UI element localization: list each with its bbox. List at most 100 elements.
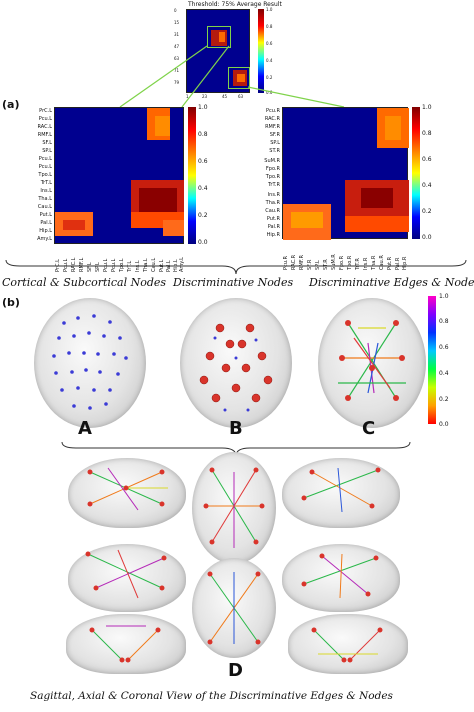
right-row-label: Cau.R	[265, 208, 280, 214]
small-ytick: 15	[174, 20, 180, 25]
small-ytick: 79	[174, 80, 180, 85]
right-cbar-tick: 0.8	[422, 130, 432, 137]
right-row-label: SF.R	[269, 132, 280, 138]
small-cbar-tick: 0.0	[266, 90, 273, 95]
small-xtick: 45	[222, 94, 228, 99]
right-hm-block	[291, 212, 323, 228]
brain-sagittal-right-top	[282, 458, 400, 528]
brain-d-edges	[311, 627, 383, 663]
brain-d-edges	[301, 553, 379, 599]
view-label-d: D	[228, 660, 243, 681]
left-cbar-tick: 0.8	[198, 131, 208, 138]
left-cbar-tick: 1.0	[198, 104, 208, 111]
brain-d-edges	[85, 549, 167, 599]
small-xtick: 1	[186, 94, 189, 99]
small-heatmap	[186, 9, 250, 93]
left-row-label: SP.L	[42, 148, 52, 154]
brain-sagittal-left-mid	[68, 544, 186, 612]
right-row-label: Pal.R	[267, 224, 280, 230]
small-zoom-box-lower	[228, 67, 250, 89]
brain-axial-top	[192, 452, 276, 564]
brain-d-edges	[207, 571, 261, 645]
left-row-label: Cau.L	[37, 204, 52, 210]
small-ytick: 47	[174, 44, 180, 49]
edge-cbar-tick: 1.0	[439, 293, 449, 300]
caption-sagittal-axial-coronal: Sagittal, Axial & Coronal View of the Di…	[30, 690, 393, 702]
grouping-brace	[5, 259, 467, 275]
left-cbar-tick: 0.0	[198, 239, 208, 246]
left-row-label: Tpo.L	[38, 172, 52, 178]
small-cbar-tick: 0.6	[266, 41, 273, 46]
left-row-label: TrT.L	[40, 180, 52, 186]
edge-cbar-tick: 0.6	[439, 344, 449, 351]
left-row-label: RAC.L	[37, 124, 52, 130]
small-xtick: 63	[238, 94, 244, 99]
right-row-label: Fpo.R	[265, 166, 280, 172]
small-cbar-tick: 0.8	[266, 24, 273, 29]
right-row-label: SuM.R	[264, 158, 280, 164]
edge-cbar-tick: 0.2	[439, 396, 449, 403]
left-row-label: Pcu.L	[38, 116, 52, 122]
right-row-label: TrT.R	[268, 182, 280, 188]
small-xtick: 23	[202, 94, 208, 99]
small-heatmap-title: Threshold: 75% Average Result	[188, 1, 282, 8]
left-row-label: Pcu.L	[38, 164, 52, 170]
brain-view-a	[34, 298, 146, 428]
right-cbar-tick: 0.6	[422, 156, 432, 163]
right-row-label: SP.L	[270, 140, 280, 146]
left-row-label: Pal.L	[40, 220, 52, 226]
panel-label-b: (b)	[2, 296, 20, 309]
small-heatmap-cluster-lower-hi	[237, 74, 245, 82]
right-hm-block	[385, 116, 401, 140]
small-ytick: 0	[174, 8, 177, 13]
view-label-a: A	[78, 418, 92, 439]
right-cbar-tick: 0.2	[422, 208, 432, 215]
right-cbar-tick: 0.4	[422, 182, 432, 189]
left-row-label: Tha.L	[38, 196, 52, 202]
brain-sagittal-right-mid	[282, 544, 400, 612]
caption-cortical-subcortical: Cortical & Subcortical Nodes	[2, 276, 167, 289]
right-row-label: Tpo.R	[265, 174, 280, 180]
edge-colorbar	[428, 296, 436, 424]
left-cbar-tick: 0.2	[198, 212, 208, 219]
left-row-label: SF.L	[42, 140, 52, 146]
brain-coronal-right	[288, 614, 408, 674]
left-row-label: Ins.L	[40, 188, 52, 194]
brain-view-b	[180, 298, 292, 428]
left-hm-block	[139, 188, 177, 212]
left-colorbar	[188, 107, 196, 244]
left-hm-block	[163, 220, 184, 236]
right-row-label: RAC.R	[264, 116, 280, 122]
small-ytick: 31	[174, 32, 180, 37]
right-row-label: ST.R	[269, 148, 280, 154]
right-heatmap	[282, 107, 409, 240]
zoom-connectors	[119, 45, 345, 108]
right-row-label: Hip.R	[266, 232, 280, 238]
right-cbar-tick: 0.0	[422, 234, 432, 241]
edge-cbar-tick: 0.4	[439, 370, 449, 377]
small-colorbar	[258, 9, 264, 93]
right-hm-block	[345, 216, 409, 232]
edge-cbar-tick: 0.0	[439, 421, 449, 428]
left-row-label: Pcu.L	[38, 156, 52, 162]
brain-b-nodes	[199, 323, 273, 412]
small-heatmap-cluster-upper-hi	[219, 32, 225, 42]
brain-d-edges	[89, 625, 161, 663]
brain-view-c	[318, 298, 426, 428]
left-heatmap	[54, 107, 184, 244]
brain-sagittal-left-top	[68, 458, 186, 528]
right-cbar-tick: 1.0	[422, 104, 432, 111]
small-cbar-tick: 0.2	[266, 75, 273, 80]
caption-discriminative-nodes: Discriminative Nodes	[173, 276, 294, 289]
left-cbar-tick: 0.4	[198, 185, 208, 192]
right-row-label: Ins.R	[267, 192, 280, 198]
small-ytick: 63	[174, 56, 180, 61]
small-cbar-tick: 0.4	[266, 58, 273, 63]
left-row-label: Put.L	[39, 212, 52, 218]
brain-d-edges	[203, 467, 265, 548]
left-row-label: Amy.L	[37, 236, 52, 242]
brain-d-edges	[87, 467, 168, 511]
left-hm-block	[63, 220, 85, 230]
right-row-label: Pcu.R	[266, 108, 280, 114]
left-row-label: RMF.L	[37, 132, 52, 138]
